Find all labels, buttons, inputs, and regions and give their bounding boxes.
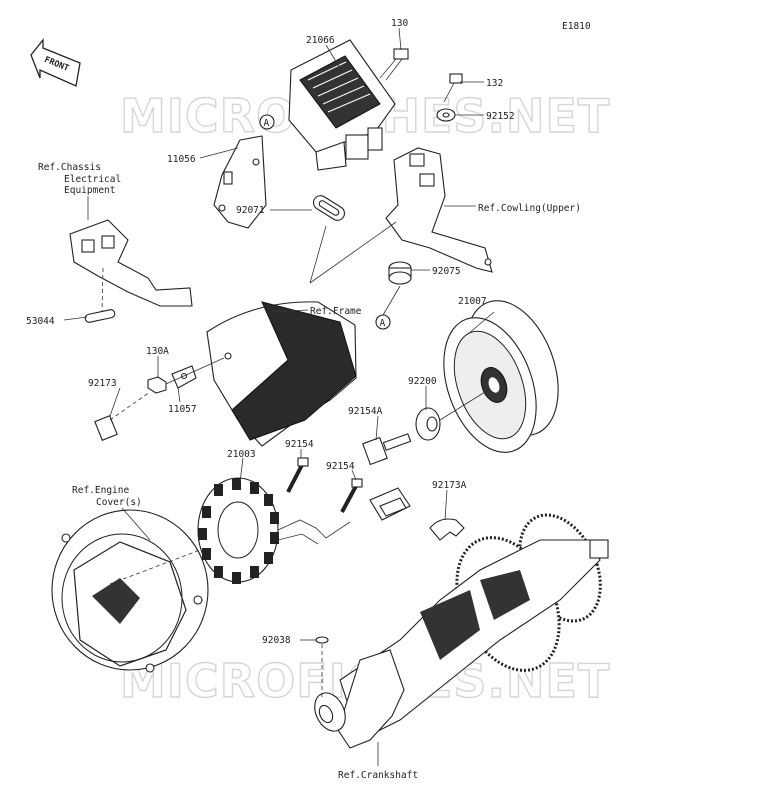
- label-92173a: 92173A: [432, 480, 467, 491]
- bolt-92154-left: [286, 457, 309, 493]
- grommet-92071: [312, 195, 346, 221]
- label-21007: 21007: [458, 296, 487, 307]
- bolt-130: [379, 48, 409, 81]
- bolt-92173: [94, 391, 151, 441]
- bolt-92154a: [362, 433, 412, 466]
- label-ref-chassis-3: Equipment: [64, 185, 115, 196]
- bolt-130a: [147, 376, 167, 394]
- part-labels: 130 21066 132 92152 11056 Ref.Chassis El…: [26, 18, 581, 781]
- callout-a-lower: A: [375, 314, 391, 330]
- label-ref-engine-2: Cover(s): [96, 497, 142, 508]
- label-92154a: 92154A: [348, 406, 383, 417]
- label-130a: 130A: [146, 346, 169, 357]
- regulator-rectifier: [288, 39, 396, 171]
- bolt-92154-right: [340, 478, 363, 513]
- label-ref-frame: Ref.Frame: [310, 306, 362, 317]
- label-92038: 92038: [262, 635, 291, 646]
- bolt-132: [449, 73, 463, 84]
- label-21066: 21066: [306, 35, 335, 46]
- label-11056: 11056: [167, 154, 196, 165]
- flywheel-21007: [443, 300, 559, 453]
- diagram-code: E1810: [562, 21, 591, 32]
- cowling-bracket: [385, 147, 493, 273]
- key-92038: [315, 636, 329, 644]
- label-ref-engine-1: Ref.Engine: [72, 485, 129, 496]
- frame-section: [206, 301, 357, 447]
- label-ref-chassis-1: Ref.Chassis: [38, 162, 101, 173]
- collar-92200: [415, 407, 441, 441]
- bracket-11057: [171, 365, 197, 389]
- chassis-bracket: [69, 196, 193, 307]
- label-21003: 21003: [227, 449, 256, 460]
- label-53044: 53044: [26, 316, 55, 327]
- label-92071: 92071: [236, 205, 265, 216]
- label-92154-left: 92154: [285, 439, 314, 450]
- label-92173: 92173: [88, 378, 117, 389]
- front-arrow-icon: FRONT: [30, 38, 81, 87]
- bracket-11056: [213, 135, 267, 229]
- label-92152: 92152: [486, 111, 515, 122]
- label-132: 132: [486, 78, 503, 89]
- leader-lines: [63, 27, 495, 766]
- engine-cover: [51, 509, 209, 673]
- clamp-92173a: [429, 518, 465, 541]
- label-130: 130: [391, 18, 408, 29]
- label-92200: 92200: [408, 376, 437, 387]
- label-92075: 92075: [432, 266, 461, 277]
- washer-92152: [436, 108, 456, 122]
- svg-text:A: A: [264, 118, 270, 129]
- label-92154-right: 92154: [326, 461, 355, 472]
- label-ref-cowling: Ref.Cowling(Upper): [478, 203, 581, 214]
- crankshaft: [314, 513, 609, 749]
- svg-text:A: A: [380, 318, 386, 329]
- callout-a-upper: A: [259, 114, 275, 130]
- label-ref-chassis-2: Electrical: [64, 174, 121, 185]
- label-ref-crankshaft: Ref.Crankshaft: [338, 770, 418, 781]
- pin-53044: [84, 309, 116, 323]
- label-11057: 11057: [168, 404, 197, 415]
- stator-21003: [197, 477, 351, 584]
- stator-connector: [369, 487, 411, 521]
- grommet-92075: [388, 261, 412, 285]
